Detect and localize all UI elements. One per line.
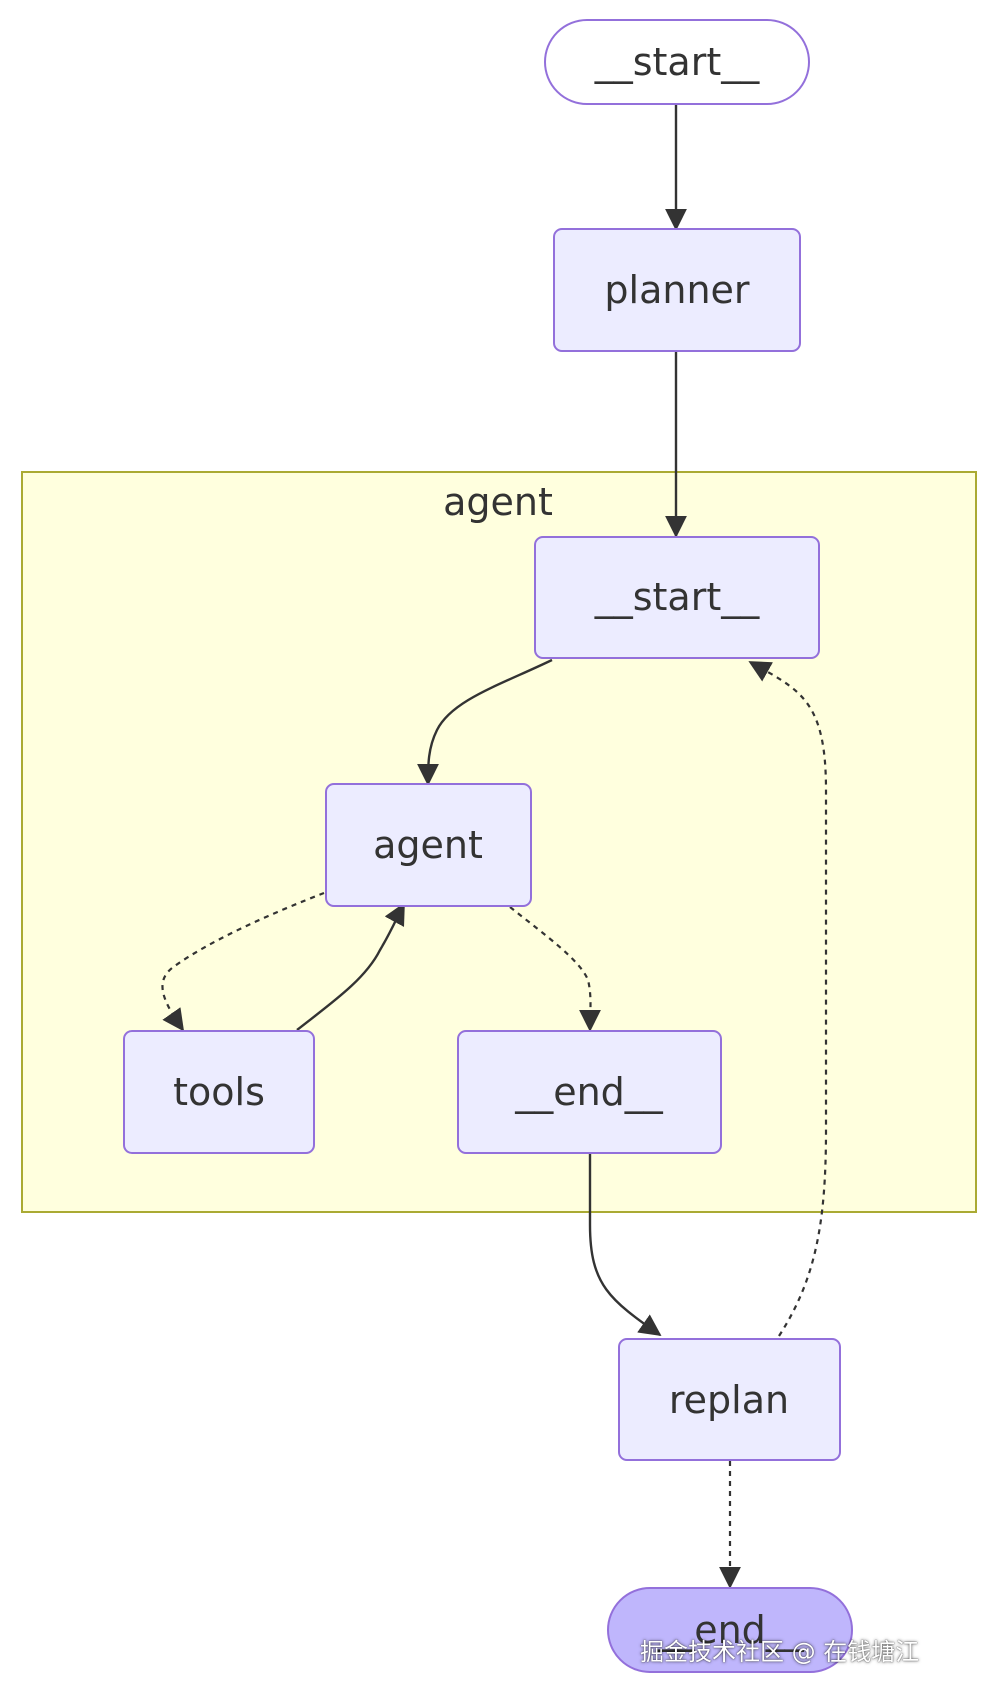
agent-shape (325, 783, 532, 907)
tools-label: tools (173, 1070, 265, 1114)
replan-label: replan (669, 1378, 789, 1422)
agent-label: agent (373, 823, 483, 867)
node-tools[interactable]: tools (123, 1030, 315, 1154)
watermark-text: 掘金技术社区 @ 在钱塘江 (640, 1638, 920, 1666)
end-inner-label: __end__ (514, 1070, 664, 1114)
node-agent[interactable]: agent (325, 783, 532, 907)
edge-inner-end-to-replan (588, 1154, 662, 1337)
end-outer-label: __end__ (655, 1608, 805, 1652)
node-start-outer[interactable]: __start__ (544, 19, 810, 105)
edge-tools-to-agent (296, 902, 406, 1031)
tools-shape (123, 1030, 315, 1154)
node-end-inner[interactable]: __end__ (457, 1030, 722, 1154)
agent-subgraph-label: agent (443, 480, 553, 524)
node-planner[interactable]: planner (553, 228, 801, 352)
edge-agent-to-inner-end (509, 906, 602, 1032)
planner-label: planner (604, 268, 750, 312)
end-inner-shape (457, 1030, 722, 1154)
start-inner-shape (534, 536, 820, 659)
node-start-inner[interactable]: __start__ (534, 536, 820, 659)
node-replan[interactable]: replan (618, 1338, 841, 1461)
end-outer-shape (607, 1587, 853, 1673)
start-outer-shape (544, 19, 810, 105)
start-inner-label: __start__ (594, 575, 761, 619)
edge-agent-to-tools (161, 891, 325, 1032)
edge-replan-to-inner-start (748, 661, 828, 1337)
edge-inner-start-to-agent (417, 658, 553, 786)
node-end-outer[interactable]: __end__ (607, 1587, 853, 1673)
replan-shape (618, 1338, 841, 1461)
start-outer-label: __start__ (594, 40, 761, 84)
planner-shape (553, 228, 801, 352)
edges (161, 104, 828, 1589)
